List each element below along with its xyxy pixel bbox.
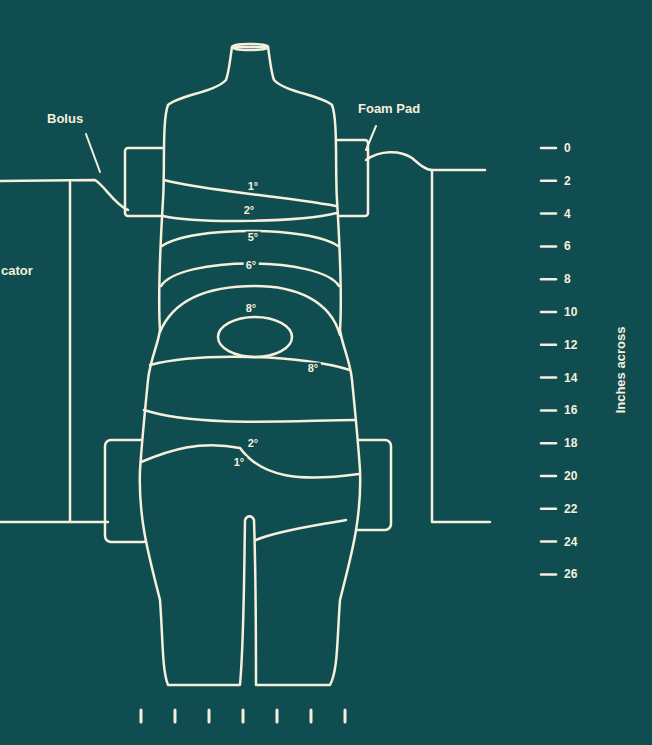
bottom-tick — [310, 710, 313, 722]
scale-number: 12 — [564, 339, 577, 351]
body-outline — [140, 47, 360, 685]
scale-number: 0 — [564, 142, 571, 154]
isodose-line — [162, 231, 338, 246]
scale-number: 16 — [564, 404, 577, 416]
scale-tick — [541, 442, 556, 445]
axis-title: Inches across — [614, 327, 627, 414]
scale-number: 24 — [564, 536, 577, 548]
scale-number: 2 — [564, 175, 571, 187]
bottom-tick — [208, 710, 211, 722]
applicator-outline — [432, 170, 490, 522]
applicator-outline — [0, 182, 108, 522]
isodose-line — [144, 410, 355, 422]
scale-tick — [541, 278, 556, 281]
isodose-line — [141, 445, 359, 477]
scale-tick — [541, 344, 556, 347]
scale-tick — [541, 376, 556, 379]
isodose-value: 8° — [244, 303, 259, 314]
scale-number: 10 — [564, 306, 577, 318]
part-label: Bolus — [47, 112, 83, 125]
scale-tick — [541, 540, 556, 543]
isodose-line — [218, 317, 292, 357]
scale-tick — [541, 147, 556, 150]
bottom-tick — [344, 710, 347, 722]
scale-tick — [541, 245, 556, 248]
part-label: cator — [1, 264, 33, 277]
scale-number: 20 — [564, 470, 577, 482]
neck-top — [232, 44, 268, 50]
scale-number: 6 — [564, 240, 571, 252]
isodose-value: 1° — [246, 181, 261, 192]
isodose-value: 5° — [246, 232, 261, 243]
bottom-tick — [174, 710, 177, 722]
scale-number: 26 — [564, 568, 577, 580]
scale-number: 8 — [564, 273, 571, 285]
scale-tick — [541, 508, 556, 511]
isodose-line — [256, 520, 346, 540]
leader-line — [366, 126, 376, 150]
leader-line — [86, 134, 100, 172]
scale-tick — [541, 311, 556, 314]
bottom-ticks — [141, 710, 345, 722]
isodose-value: 8° — [306, 363, 321, 374]
scale-number: 4 — [564, 208, 571, 220]
isodose-value: 6° — [244, 260, 259, 271]
scale-number: 22 — [564, 503, 577, 515]
foam-pad — [125, 148, 167, 216]
scale-tick — [541, 212, 556, 215]
scale-tick — [541, 409, 556, 412]
scale-number: 18 — [564, 437, 577, 449]
scale-tick — [541, 475, 556, 478]
bottom-tick — [276, 710, 279, 722]
bolus-outline — [366, 152, 432, 170]
isodose-line — [160, 286, 340, 335]
part-label: Foam Pad — [358, 102, 420, 115]
isodose-value: 2° — [246, 438, 261, 449]
bottom-tick — [242, 710, 245, 722]
bottom-tick — [140, 710, 143, 722]
isodose-value: 1° — [232, 457, 247, 468]
scale-ticks — [541, 148, 556, 574]
isodose-line — [164, 180, 336, 206]
applicator-outline — [0, 180, 128, 210]
scale-tick — [541, 180, 556, 183]
scale-tick — [541, 573, 556, 576]
scale-number: 14 — [564, 372, 577, 384]
isodose-value: 2° — [242, 205, 257, 216]
